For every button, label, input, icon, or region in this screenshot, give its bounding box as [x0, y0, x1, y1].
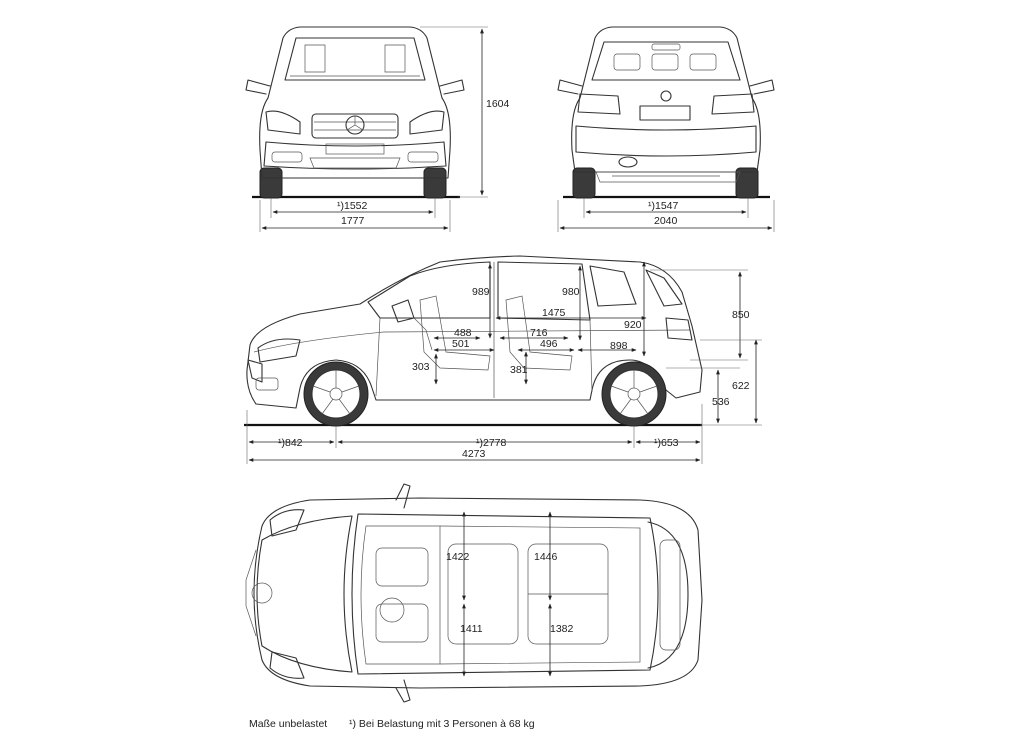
front-width-label: 1777 [341, 215, 365, 227]
dim-716-label: 716 [530, 327, 548, 339]
seat-height-front-label: 303 [412, 361, 430, 373]
roof-to-belt-label: 850 [732, 309, 750, 321]
dim-501-label: 501 [452, 338, 470, 350]
rear-dimensions: ¹)1547 2040 [557, 198, 775, 232]
dim-898-label: 898 [610, 340, 628, 352]
rear-seat-height-label: 920 [624, 319, 642, 331]
elbow-rear-label: 1382 [550, 623, 574, 635]
front-view [245, 26, 465, 199]
front-height-label: 1604 [486, 98, 510, 110]
seat-height-rear-label: 381 [510, 364, 528, 376]
side-dimensions: 989 980 1475 920 488 716 501 496 898 303… [246, 261, 762, 464]
rear-width-label: 2040 [654, 215, 678, 227]
headroom-rear-label: 980 [562, 286, 580, 298]
unladen-note: Maße unbelastet [249, 718, 328, 730]
shoulder-rear-label: 1446 [534, 551, 558, 563]
front-track-label: ¹)1552 [337, 200, 368, 212]
luggage-length-label: 1475 [542, 307, 566, 319]
dim-488-label: 488 [454, 327, 472, 339]
shoulder-front-label: 1422 [446, 551, 470, 563]
rear-track-label: ¹)1547 [648, 200, 679, 212]
front-overhang-label: ¹)842 [278, 437, 303, 449]
rear-overhang-label: ¹)653 [654, 437, 679, 449]
dim-496-label: 496 [540, 338, 558, 350]
length-label: 4273 [462, 448, 486, 460]
footnote: ¹) Bei Belastung mit 3 Personen à 68 kg [349, 718, 535, 730]
elbow-front-label: 1411 [460, 623, 483, 635]
top-dimensions: 1422 1446 1411 1382 [446, 511, 574, 677]
top-view [245, 483, 703, 703]
wheelbase-label: ¹)2778 [476, 437, 507, 449]
side-view [244, 255, 703, 427]
front-dimensions: 1604 ¹)1552 1777 [259, 26, 510, 232]
belt-height-label: 622 [732, 380, 750, 392]
headroom-front-label: 989 [472, 286, 490, 298]
rear-view [557, 26, 775, 199]
wheel-center-height-label: 536 [712, 396, 730, 408]
